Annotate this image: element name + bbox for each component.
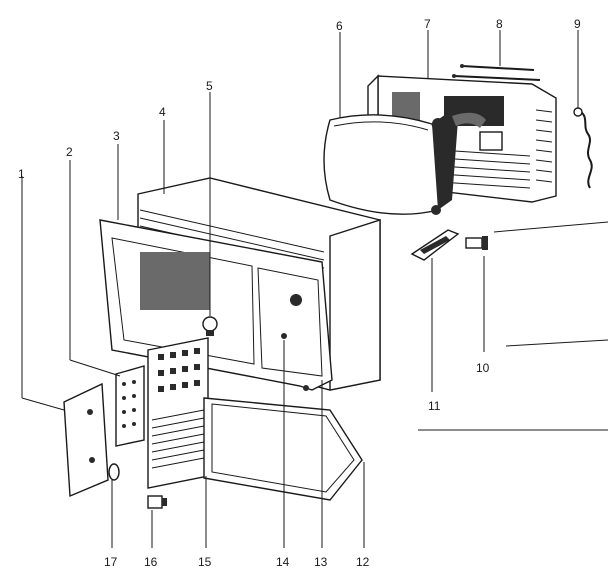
mounting-screw-part — [281, 333, 287, 339]
callout-4: 4 — [159, 105, 166, 119]
callout-labels: 1 2 3 4 5 6 7 8 9 10 11 12 13 14 15 16 1… — [18, 17, 581, 569]
callout-2: 2 — [66, 145, 73, 159]
callout-12: 12 — [356, 555, 370, 569]
power-cord-part — [573, 107, 593, 189]
front-control-panel-part — [147, 337, 209, 489]
callout-6: 6 — [336, 19, 343, 33]
pilot-lamp-part — [202, 316, 218, 336]
callout-9: 9 — [574, 17, 581, 31]
callout-7: 7 — [424, 17, 431, 31]
callout-15: 15 — [198, 555, 212, 569]
callout-17: 17 — [104, 555, 118, 569]
leader-lines — [21, 30, 608, 548]
callout-16: 16 — [144, 555, 158, 569]
picture-tube-part — [323, 112, 486, 215]
callout-11: 11 — [428, 399, 441, 413]
callout-13: 13 — [314, 555, 328, 569]
callout-10: 10 — [476, 361, 490, 375]
control-board-part — [115, 365, 145, 447]
bottom-tray-part — [203, 397, 363, 501]
callout-5: 5 — [206, 79, 213, 93]
callout-8: 8 — [496, 17, 503, 31]
callout-3: 3 — [113, 129, 120, 143]
knob-16-part — [147, 495, 167, 509]
callout-1: 1 — [18, 167, 25, 181]
side-bracket-part — [410, 229, 460, 261]
knob-17-part — [108, 463, 120, 481]
control-knob-part — [465, 236, 488, 250]
callout-14: 14 — [276, 555, 290, 569]
screws-part — [452, 64, 541, 81]
side-plate-part — [63, 382, 109, 498]
